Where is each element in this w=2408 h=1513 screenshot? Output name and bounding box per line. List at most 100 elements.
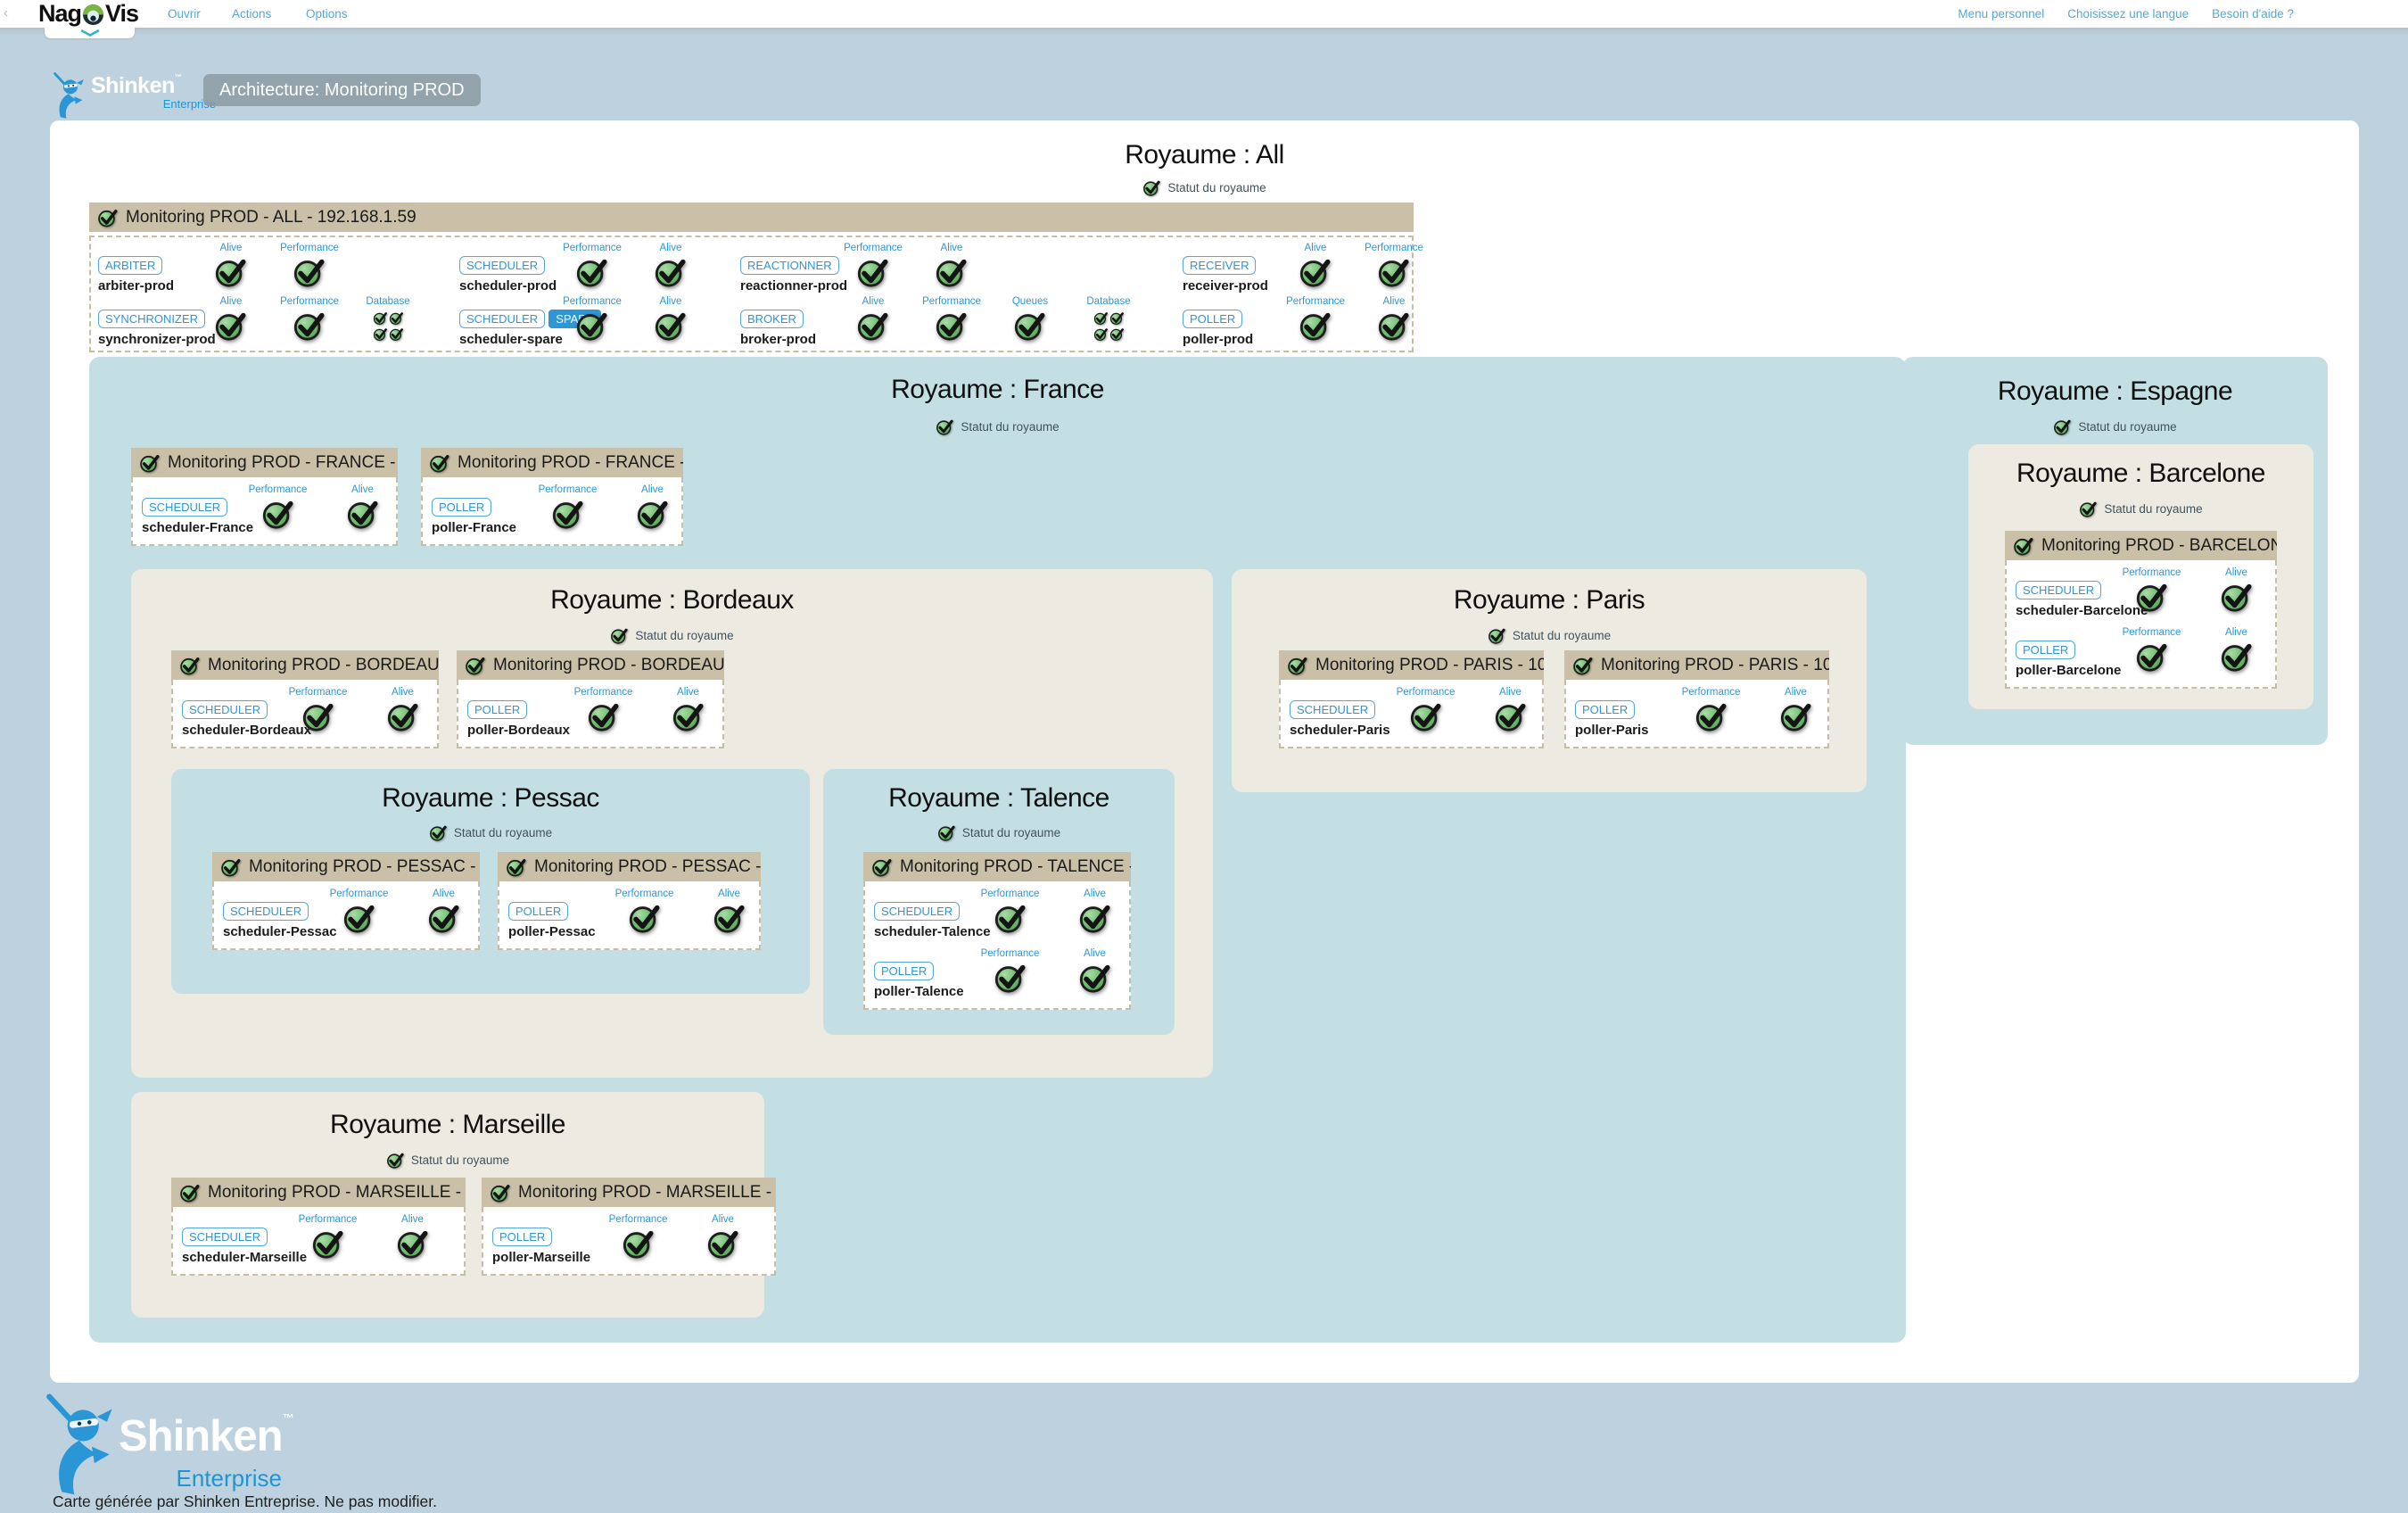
menu-actions[interactable]: Actions: [232, 7, 272, 21]
ok-check-icon[interactable]: [654, 255, 688, 289]
ok-check-icon[interactable]: [622, 1227, 656, 1261]
ok-check-icon[interactable]: [654, 309, 688, 343]
host-header[interactable]: Monitoring PROD - FRANCE - 10....: [421, 448, 683, 477]
ok-check-icon[interactable]: [293, 309, 326, 343]
menu-aide[interactable]: Besoin d'aide ?: [2212, 7, 2294, 21]
ok-check-icon[interactable]: [1779, 699, 1813, 733]
realm-status-france[interactable]: Statut du royaume: [89, 418, 1906, 436]
host-header[interactable]: Monitoring PROD - ALL - 192.168.1.59: [89, 203, 1414, 232]
ok-check-icon[interactable]: [293, 255, 326, 289]
host-header[interactable]: Monitoring PROD - PESSAC - 10.0...: [212, 852, 480, 881]
ok-check-icon[interactable]: [1299, 309, 1332, 343]
realm-status-paris[interactable]: Statut du royaume: [1232, 626, 1867, 645]
realm-status-pessac[interactable]: Statut du royaume: [171, 823, 810, 842]
ok-check-icon[interactable]: [1572, 655, 1594, 676]
host-header[interactable]: Monitoring PROD - TALENCE - 10...: [863, 852, 1131, 881]
ok-check-icon[interactable]: [373, 310, 388, 326]
realm-status-barcelone[interactable]: Statut du royaume: [1968, 500, 2313, 518]
ok-check-icon[interactable]: [465, 655, 486, 676]
check-label: Performance: [538, 484, 598, 495]
ok-check-icon[interactable]: [1377, 309, 1411, 343]
host-header[interactable]: Monitoring PROD - FRANCE - 10....: [131, 448, 398, 477]
ok-check-icon[interactable]: [506, 856, 527, 878]
ok-check-icon[interactable]: [386, 699, 420, 733]
ok-check-icon[interactable]: [856, 255, 890, 289]
menu-langue[interactable]: Choisissez une langue: [2067, 7, 2189, 21]
host-header[interactable]: Monitoring PROD - MARSEILLE - ...: [482, 1178, 776, 1207]
ok-check-icon[interactable]: [672, 699, 705, 733]
ok-check-icon[interactable]: [994, 961, 1027, 995]
ok-check-icon[interactable]: [706, 1227, 740, 1261]
header-toggle[interactable]: [45, 28, 135, 38]
host-header[interactable]: Monitoring PROD - PARIS - 10.0.2.2: [1564, 650, 1829, 680]
ok-check-icon[interactable]: [2135, 640, 2169, 674]
ok-check-icon[interactable]: [575, 255, 609, 289]
ok-check-icon[interactable]: [2013, 535, 2034, 557]
ok-check-icon[interactable]: [1494, 699, 1528, 733]
ok-check-icon[interactable]: [1078, 961, 1112, 995]
ok-check-icon[interactable]: [342, 901, 376, 935]
ok-check-icon[interactable]: [261, 497, 295, 531]
ok-check-icon[interactable]: [871, 856, 893, 878]
ok-check-icon[interactable]: [2220, 580, 2254, 614]
ok-check-icon[interactable]: [490, 1182, 511, 1203]
menu-options[interactable]: Options: [306, 7, 348, 21]
ok-check-icon[interactable]: [636, 497, 670, 531]
ok-check-icon[interactable]: [1013, 309, 1047, 343]
ok-check-icon[interactable]: [587, 699, 621, 733]
realm-status-marseille[interactable]: Statut du royaume: [131, 1151, 764, 1170]
host-header[interactable]: Monitoring PROD - BORDEAUX - ...: [457, 650, 724, 680]
host-title: Monitoring PROD - FRANCE - 10....: [168, 452, 398, 472]
realm-status-all[interactable]: Statut du royaume: [50, 178, 2359, 197]
ok-check-icon[interactable]: [1093, 310, 1109, 326]
host-header[interactable]: Monitoring PROD - BORDEAUX - ...: [171, 650, 439, 680]
ok-check-icon[interactable]: [346, 497, 380, 531]
ok-check-icon[interactable]: [220, 856, 242, 878]
ok-check-icon[interactable]: [1109, 310, 1125, 326]
ok-check-icon[interactable]: [856, 309, 890, 343]
ok-check-icon[interactable]: [1377, 255, 1411, 289]
ok-check-icon[interactable]: [1093, 327, 1109, 342]
ok-check-icon[interactable]: [389, 310, 404, 326]
host-header[interactable]: Monitoring PROD - MARSEILLE - ...: [171, 1178, 466, 1207]
ok-check-icon[interactable]: [713, 901, 746, 935]
ok-check-icon[interactable]: [179, 1182, 201, 1203]
ok-check-icon[interactable]: [1078, 901, 1112, 935]
ok-check-icon[interactable]: [427, 901, 461, 935]
ok-check-icon[interactable]: [139, 452, 161, 474]
ok-check-icon[interactable]: [1109, 327, 1125, 342]
realm-status-espagne[interactable]: Statut du royaume: [1902, 418, 2328, 436]
ok-check-icon[interactable]: [373, 327, 388, 342]
ok-check-icon[interactable]: [311, 1227, 345, 1261]
ok-check-icon[interactable]: [628, 901, 662, 935]
ok-check-icon[interactable]: [396, 1227, 430, 1261]
database-quad-check[interactable]: [1093, 310, 1125, 342]
ok-check-icon[interactable]: [2135, 580, 2169, 614]
ok-check-icon[interactable]: [1299, 255, 1332, 289]
host-header[interactable]: Monitoring PROD - PESSAC - 10.0...: [498, 852, 761, 881]
ok-check-icon[interactable]: [2220, 640, 2254, 674]
ok-check-icon[interactable]: [935, 255, 969, 289]
ok-check-icon[interactable]: [994, 901, 1027, 935]
ok-check-icon[interactable]: [429, 452, 450, 474]
realm-status-talence[interactable]: Statut du royaume: [823, 823, 1175, 842]
ok-check-icon[interactable]: [1287, 655, 1308, 676]
ok-check-icon[interactable]: [214, 309, 248, 343]
check-label: Performance: [1396, 687, 1456, 698]
ok-check-icon[interactable]: [551, 497, 585, 531]
ok-check-icon[interactable]: [935, 309, 969, 343]
database-quad-check[interactable]: [373, 310, 404, 342]
ok-check-icon[interactable]: [575, 309, 609, 343]
realm-status-bordeaux[interactable]: Statut du royaume: [131, 626, 1213, 645]
host-header[interactable]: Monitoring PROD - BARCELONE -...: [2005, 531, 2277, 560]
ok-check-icon[interactable]: [389, 327, 404, 342]
menu-personnel[interactable]: Menu personnel: [1958, 7, 2045, 21]
ok-check-icon[interactable]: [1409, 699, 1443, 733]
ok-check-icon[interactable]: [214, 255, 248, 289]
host-header[interactable]: Monitoring PROD - PARIS - 10.0.2.1: [1279, 650, 1544, 680]
ok-check-icon[interactable]: [179, 655, 201, 676]
ok-check-icon[interactable]: [301, 699, 335, 733]
sidebar-collapse-icon[interactable]: ‹: [4, 5, 8, 21]
ok-check-icon[interactable]: [1695, 699, 1728, 733]
menu-ouvrir[interactable]: Ouvrir: [168, 7, 201, 21]
